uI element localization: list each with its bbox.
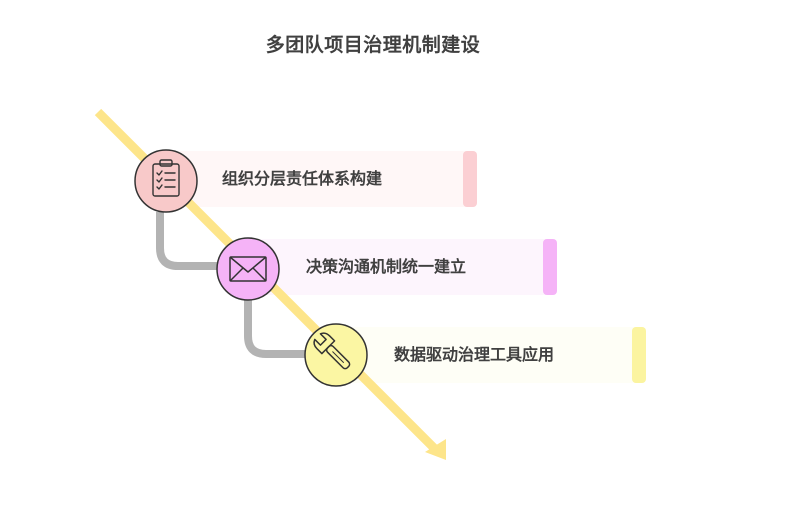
clipboard-checklist-icon [152,159,180,197]
step-3-panel [336,327,646,383]
step-2-panel-bg [247,239,557,295]
diagram-title: 多团队项目治理机制建设 [265,34,481,56]
step-1-label: 组织分层责任体系构建 [222,169,383,188]
step-1-panel-accent [463,151,477,207]
step-1-circle [134,149,198,213]
step-1-panel [165,151,477,207]
step-2-panel-accent [543,239,557,295]
step-3-panel-accent [632,327,646,383]
step-3-label: 数据驱动治理工具应用 [394,345,555,364]
step-2-label: 决策沟通机制统一建立 [306,257,467,276]
step-3-panel-bg [336,327,646,383]
arrow-head [425,439,446,460]
connector-1-2 [156,212,218,270]
envelope-icon [229,256,267,282]
step-1-panel-bg [165,151,477,207]
step-2-panel [247,239,557,295]
step-2-circle [216,237,280,301]
wrench-icon [313,332,351,370]
connector-2-3 [244,300,306,358]
